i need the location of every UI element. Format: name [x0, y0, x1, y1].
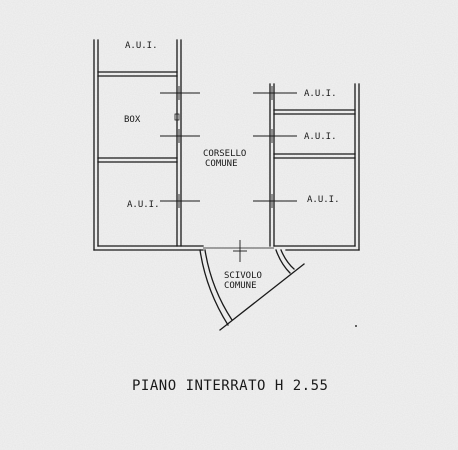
right-outer-wall — [354, 83, 360, 251]
room-label-aui-right-1: A.U.I. — [304, 89, 337, 99]
left-outer-wall — [93, 39, 99, 251]
corsello-label-line1: CORSELLO — [203, 149, 246, 159]
room-label-box: BOX — [124, 115, 141, 125]
room-label-aui-mid-left: A.U.I. — [127, 200, 160, 210]
room-label-aui-right-3: A.U.I. — [307, 195, 340, 205]
plan-caption: PIANO INTERRATO H 2.55 — [132, 378, 328, 394]
ramp — [199, 249, 305, 331]
left-inner-wall — [176, 39, 182, 247]
scivolo-label-line1: SCIVOLO — [224, 271, 262, 281]
left-partitions — [97, 71, 178, 163]
scan-speck — [355, 325, 357, 327]
room-label-aui-top-left: A.U.I. — [125, 41, 158, 51]
right-partitions — [273, 109, 356, 159]
bottom-wall-left — [93, 245, 204, 251]
corsello-label-line2: COMUNE — [205, 159, 238, 169]
right-inner-wall — [269, 83, 275, 247]
room-label-aui-right-2: A.U.I. — [304, 132, 337, 142]
scivolo-label-line2: COMUNE — [224, 281, 257, 291]
reference-lines — [160, 86, 297, 262]
bottom-wall-right — [273, 245, 360, 251]
box-wall-marker — [174, 113, 180, 121]
